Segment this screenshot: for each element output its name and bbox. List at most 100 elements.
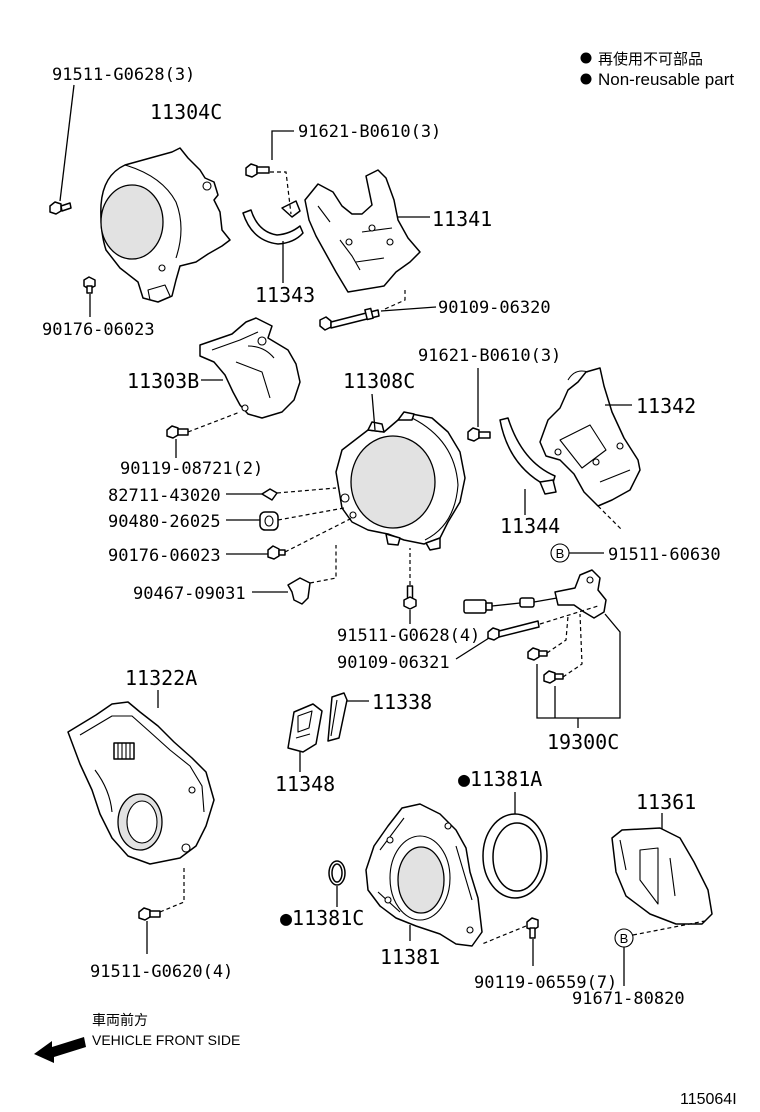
callout-label: 90467-09031 <box>133 584 246 604</box>
bolt-head <box>543 670 556 684</box>
part-seal-bore-inner <box>126 800 158 844</box>
part-11342-drawing <box>539 367 641 507</box>
part-outline <box>611 827 713 925</box>
clamp-drawing <box>287 577 311 605</box>
bolt-head <box>245 163 258 178</box>
part-detail <box>295 710 313 739</box>
nut-drawing <box>83 276 96 294</box>
part-detail <box>124 164 182 301</box>
bolt-head <box>49 201 62 215</box>
part-hole <box>592 458 600 466</box>
callout-label: 90119-08721(2) <box>120 459 263 479</box>
part-hole <box>181 843 191 853</box>
callout-label: 91621-B0610(3) <box>298 122 441 142</box>
part-detail <box>619 839 676 905</box>
callout-label: 11308C <box>343 369 415 393</box>
part-bore <box>397 846 445 914</box>
assembly-dashed-line <box>481 925 527 945</box>
nut-shank <box>86 285 93 294</box>
nut-drawing <box>267 545 286 560</box>
callout-label: 90480-26025 <box>108 512 221 532</box>
part-11344-drawing <box>499 417 557 495</box>
callout-label: 11348 <box>275 772 335 796</box>
sensor-wire <box>533 597 558 603</box>
part-hole <box>349 511 357 519</box>
bolt-shank <box>538 650 548 657</box>
part-detail <box>411 417 459 541</box>
part-11381C-drawing <box>328 860 346 886</box>
assembly-dashed-line <box>276 487 337 494</box>
bolt-shank <box>554 673 564 680</box>
part-hole <box>345 238 353 246</box>
part-bore-rim <box>389 835 451 921</box>
callout-label: 91511-G0620(4) <box>90 962 233 982</box>
assembly-dashed-line <box>546 615 569 654</box>
part-outline <box>67 701 215 865</box>
part-hole <box>158 264 166 272</box>
bolt-shank <box>256 166 270 174</box>
part-11381-drawing <box>365 803 483 947</box>
bolt-shank <box>529 927 536 939</box>
bolt-drawing <box>403 585 417 610</box>
part-hole <box>384 896 392 904</box>
callout-label: 90109-06321 <box>337 653 450 673</box>
assembly-dashed-line <box>284 517 353 553</box>
bolt-head <box>487 627 500 641</box>
bolt-head <box>166 425 179 439</box>
front-direction-label-jp: 車両前方 <box>92 1012 148 1029</box>
assembly-dashed-line <box>597 505 623 531</box>
bolt-drawing <box>138 907 161 921</box>
part-11341-drawing <box>304 169 421 293</box>
callout-label: 82711-43020 <box>108 486 221 506</box>
assembly-dashed-line <box>562 613 583 678</box>
callout-label: 11342 <box>636 394 696 418</box>
seal-inner <box>492 822 542 892</box>
part-hole <box>188 786 196 794</box>
callout-label: 91511-60630 <box>608 545 721 565</box>
leader-line <box>455 637 490 660</box>
part-detail <box>317 205 393 271</box>
front-direction-label-en: VEHICLE FRONT SIDE <box>92 1032 240 1048</box>
part-11338-drawing <box>327 692 348 742</box>
part-11361-drawing <box>611 827 713 925</box>
legend-dot <box>580 52 592 64</box>
bolt-drawing <box>527 647 548 661</box>
part-detail <box>117 743 131 759</box>
reference-marker-label: B <box>620 931 629 946</box>
grommet-body <box>259 511 279 531</box>
part-11303B-drawing <box>199 317 301 419</box>
callout-label: ●11381A <box>458 767 542 791</box>
bolt-drawing <box>245 163 270 178</box>
callout-label: 91511-G0628(4) <box>337 626 480 646</box>
assembly-dashed-line <box>270 171 292 215</box>
part-11308C-drawing <box>335 411 466 551</box>
bolt-drawing <box>319 307 380 331</box>
callout-label: 11343 <box>255 283 315 307</box>
part-detail <box>559 370 631 483</box>
bolt-shank <box>498 620 540 638</box>
grommet-hole <box>264 515 274 527</box>
part-detail <box>211 331 275 399</box>
part-hole <box>340 493 350 503</box>
part-tab <box>367 421 385 433</box>
connector-body <box>463 599 487 614</box>
bolt-drawing <box>543 670 564 684</box>
part-hole <box>241 404 249 412</box>
callout-label: ●11381C <box>280 906 364 930</box>
clip-drawing <box>261 488 278 501</box>
callout-label: 90119-06559(7) <box>474 973 617 993</box>
part-11322A-drawing <box>67 701 215 865</box>
bolt-drawing <box>166 425 189 439</box>
part-grid <box>113 742 135 760</box>
callout-label: 90109-06320 <box>438 298 551 318</box>
bolt-drawing <box>526 917 539 939</box>
part-11381A-drawing <box>482 813 548 899</box>
legend-label-en: Non-reusable part <box>598 70 734 89</box>
part-hole <box>586 576 594 584</box>
part-hole <box>386 836 394 844</box>
callout-label: 11344 <box>500 514 560 538</box>
assembly-dashed-line <box>159 866 185 913</box>
callout-label: 90176-06023 <box>42 320 155 340</box>
part-outline <box>539 367 641 507</box>
part-tab <box>385 533 401 546</box>
